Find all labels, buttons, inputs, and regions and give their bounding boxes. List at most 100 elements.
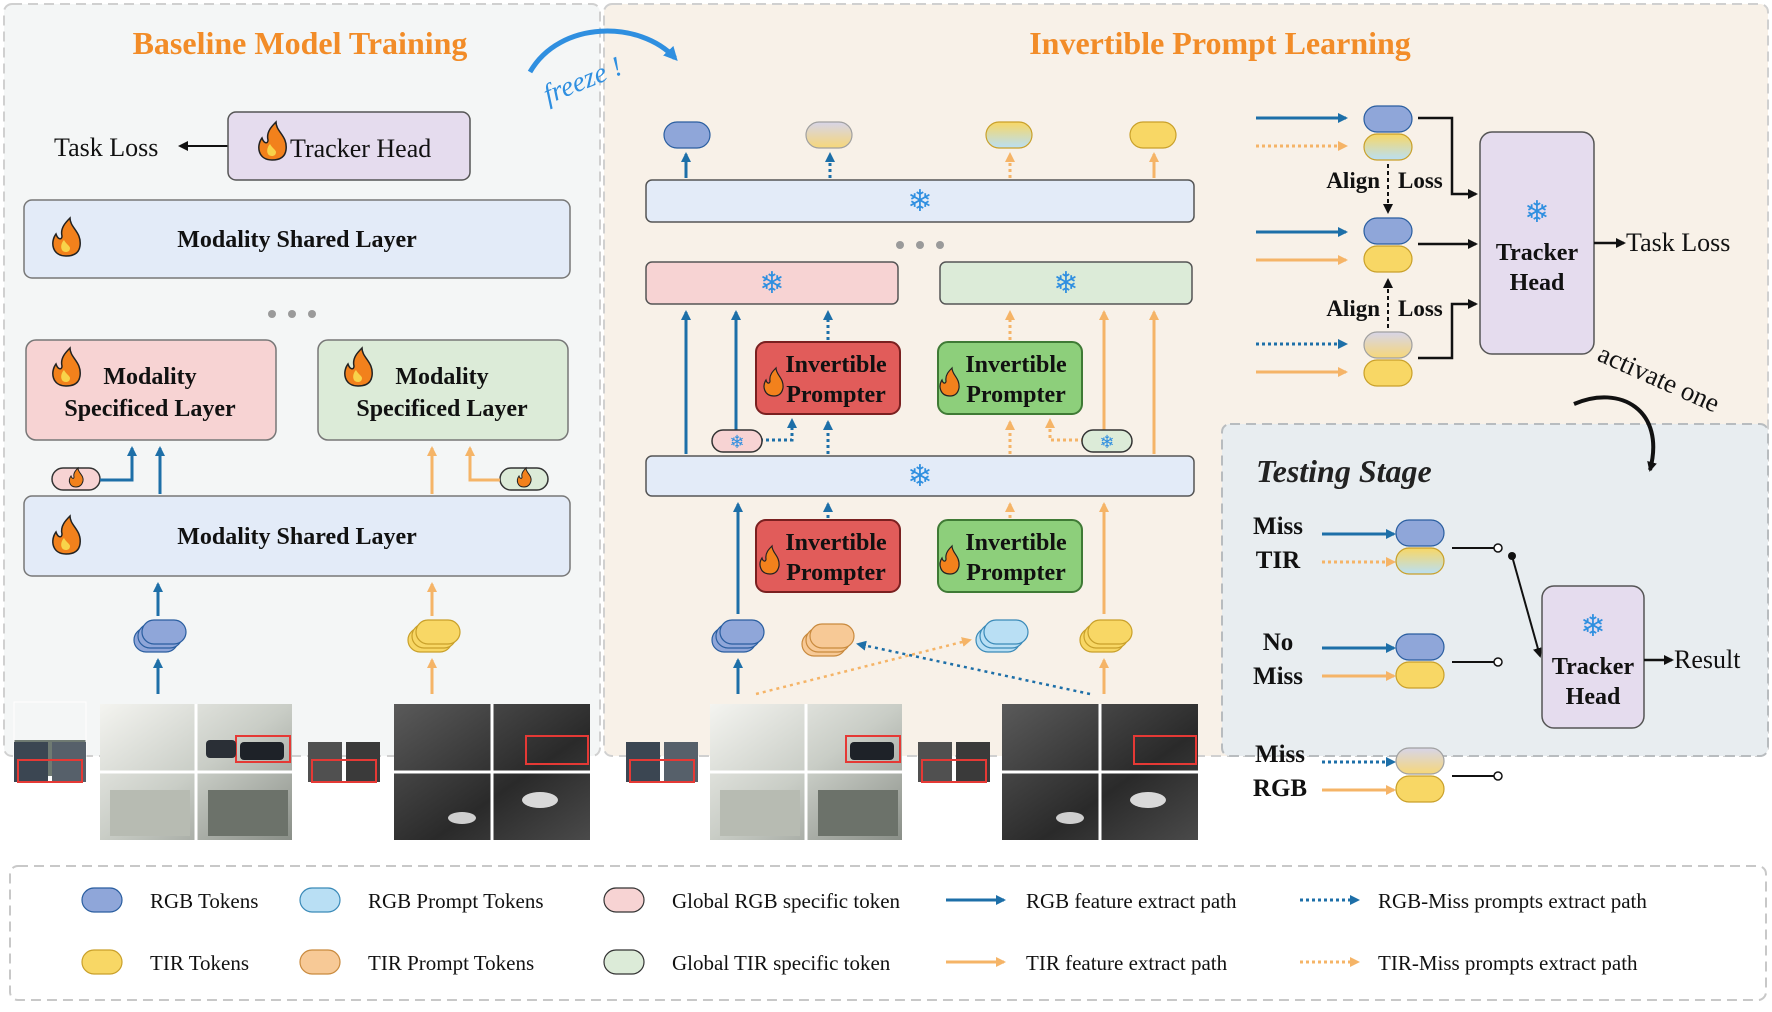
baseline-tracker-head-label: Tracker Head [290,134,431,163]
miss-rgb-line1: Miss [1255,741,1305,768]
rgb-arrow [100,446,137,482]
ellipsis-dots [268,310,316,318]
tir-miss-arrow [755,637,972,696]
prompter-line1: Invertible [965,530,1067,556]
snowflake-icon: ❄ [759,267,784,300]
align-loss-2-b: Loss [1398,296,1443,321]
baseline-specific-tir-line2: Specificed Layer [356,396,528,422]
rgb-prompt-token-stack [975,619,1029,653]
fire-icon [759,544,780,575]
prompter-line2: Prompter [966,382,1066,408]
baseline-specific-tir-line1: Modality [395,364,488,390]
ellipsis-dots [896,241,944,249]
baseline-title: Baseline Model Training [133,25,468,61]
invertible-prompter-rgb-upper [755,341,901,415]
tir-restored-token [1363,133,1413,161]
tir-token [1363,245,1413,273]
rgb-image-group [13,701,292,840]
legend-global-rgb: Global RGB specific token [672,889,901,913]
rgb-token [1395,633,1445,661]
rgb-token-stack [133,619,187,653]
legend-tir-prompt-swatch [299,949,341,975]
global-rgb-token-frozen [711,429,763,453]
switch-contact [1493,543,1503,553]
legend-tir-tokens: TIR Tokens [150,951,249,975]
tir-arrow [465,446,500,482]
legend-rgb-tokens: RGB Tokens [150,889,258,913]
prompter-line2: Prompter [966,560,1066,586]
miss-rgb-line2: RGB [1253,775,1307,802]
baseline-shared-layer-bottom-label: Modality Shared Layer [177,524,417,550]
legend-rgb-prompt-tokens: RGB Prompt Tokens [368,889,544,913]
tir-restored-token [1395,547,1445,575]
snowflake-icon: ❄ [1580,610,1605,643]
global-tir-token-frozen [1081,429,1133,453]
legend-global-tir: Global TIR specific token [672,951,891,975]
snowflake-icon: ❄ [1053,267,1078,300]
fire-icon [939,366,960,397]
training-tracker-head-line1: Tracker [1496,240,1579,266]
prompter-line2: Prompter [786,382,886,408]
tir-token [1129,121,1177,149]
training-task-loss: Task Loss [1626,228,1730,257]
invertible-prompter-rgb-lower [755,519,901,593]
snowflake-icon: ❄ [907,460,932,493]
snowflake-icon: ❄ [1099,432,1114,452]
prompter-line1: Invertible [785,352,887,378]
snowflake-icon: ❄ [907,185,932,218]
tir-token [1395,775,1445,803]
legend-tir-path: TIR feature extract path [1026,951,1228,975]
legend-tir-token-swatch [81,949,123,975]
frozen-shared-layer-top [645,179,1195,223]
prompter-line1: Invertible [785,530,887,556]
fire-icon [52,346,81,387]
rgb-miss-arrow [856,640,1091,696]
baseline-tracker-head [227,111,471,181]
align-loss-1-a: Align [1326,168,1380,193]
fire-icon [344,346,373,387]
tir-prompt-token-stack [801,623,855,657]
no-miss-line2: Miss [1253,663,1303,690]
tir-token [1363,359,1413,387]
frozen-specific-rgb [645,261,899,305]
rgb-restored-token [1395,747,1445,775]
freeze-arrow [527,28,678,74]
no-miss-line1: No [1263,629,1294,656]
fire-icon [763,366,784,397]
legend-panel [9,865,1767,1001]
fire-icon [68,466,84,488]
legend-rgb-token-swatch [81,887,123,913]
fire-icon [52,514,81,555]
tir-image-group [918,704,1198,840]
snowflake-icon: ❄ [729,432,744,452]
legend-rgb-path: RGB feature extract path [1026,889,1237,913]
rgb-token [1363,217,1413,245]
legend-tir-miss-path: TIR-Miss prompts extract path [1378,951,1638,975]
tir-token-stack [1079,619,1133,653]
fire-icon [52,216,81,257]
align-loss-2-a: Align [1326,296,1380,321]
connector-arrow [1418,299,1478,360]
miss-tir-line2: TIR [1256,547,1301,574]
baseline-shared-layer-bottom [23,495,571,577]
baseline-specific-rgb [25,339,277,441]
rgb-token [663,121,711,149]
connector-arrow [1418,116,1478,199]
testing-title: Testing Stage [1256,453,1432,489]
baseline-shared-layer-top-label: Modality Shared Layer [177,227,417,253]
testing-tracker-head-line2: Head [1566,684,1621,710]
legend-rgb-miss-path: RGB-Miss prompts extract path [1378,889,1647,913]
frozen-shared-layer-bottom [645,455,1195,497]
invertible-title: Invertible Prompt Learning [1029,25,1411,61]
baseline-specific-rgb-line2: Specificed Layer [64,396,236,422]
baseline-specific-rgb-line1: Modality [103,364,196,390]
rgb-token [1395,519,1445,547]
activate-arrow [1573,395,1657,472]
prompter-line1: Invertible [965,352,1067,378]
legend-tir-prompt-tokens: TIR Prompt Tokens [368,951,534,975]
rgb-miss-arrow [760,418,797,442]
tir-restored-token [985,121,1033,149]
testing-tracker-head-line1: Tracker [1552,654,1635,680]
